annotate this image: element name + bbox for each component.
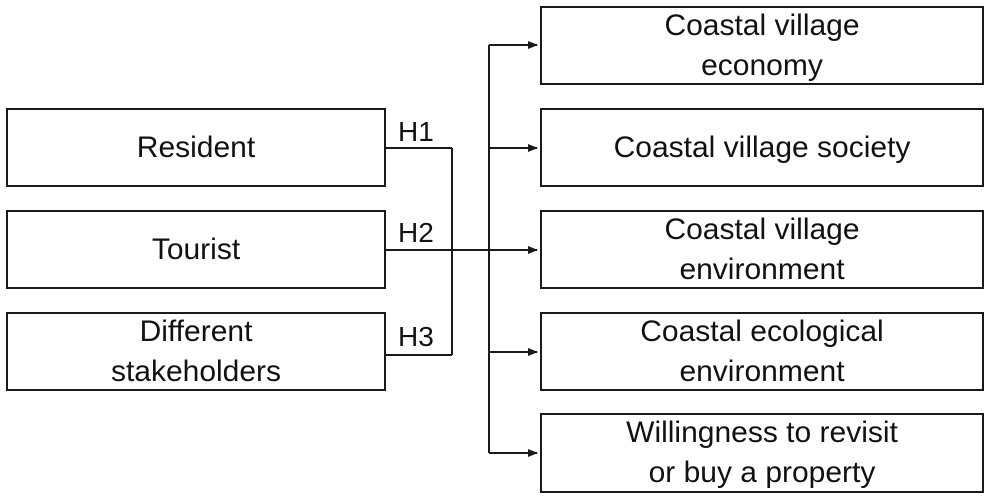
hypothesis-label-h1: H1 [398, 116, 434, 147]
outcome-label: Coastal ecological environment [640, 314, 884, 388]
hypothesis-label-h2: H2 [398, 217, 434, 248]
input-box-resident: Resident [6, 108, 386, 187]
outcome-label: Willingness to revisit or buy a property [626, 416, 898, 489]
outcome-box-society: Coastal village society [540, 108, 984, 187]
input-box-stakeholders: Different stakeholders [6, 312, 386, 391]
outcome-box-economy: Coastal village economy [540, 6, 984, 85]
hypothesis-label-h3: H3 [398, 321, 434, 352]
input-label: Resident [136, 130, 256, 164]
outcome-box-ecological: Coastal ecological environment [540, 312, 984, 391]
outcome-label: Coastal village society [613, 130, 911, 164]
outcome-box-revisit: Willingness to revisit or buy a property [540, 413, 984, 493]
outcome-box-environment: Coastal village environment [540, 210, 984, 289]
outcome-label: Coastal village environment [664, 212, 860, 286]
outcome-label: Coastal village economy [664, 8, 860, 82]
input-box-tourist: Tourist [6, 210, 386, 289]
input-label: Tourist [151, 232, 241, 266]
input-label: Different stakeholders [110, 314, 282, 388]
